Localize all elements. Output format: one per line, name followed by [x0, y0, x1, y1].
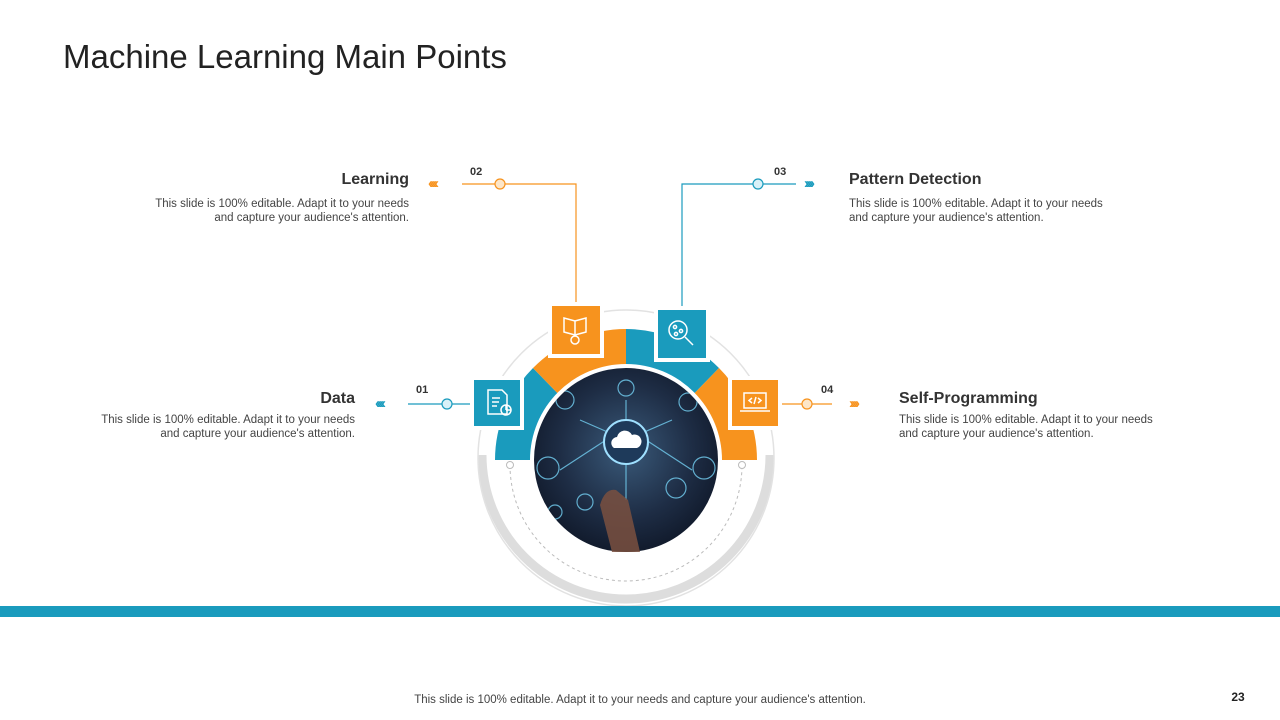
icon-box-self-programming	[728, 376, 782, 430]
point-heading-pattern-detection: Pattern Detection	[849, 171, 982, 188]
chevrons-right-icon: ››››	[849, 395, 860, 412]
chevrons-right-icon: ››››	[804, 175, 815, 192]
point-description-pattern-detection: This slide is 100% editable. Adapt it to…	[849, 198, 1103, 224]
book-gear-icon	[563, 317, 587, 345]
point-description-data: This slide is 100% editable. Adapt it to…	[101, 414, 355, 440]
chevrons-left-icon: ‹‹‹‹	[428, 175, 439, 192]
magnifier-network-icon	[668, 320, 694, 346]
point-number-01: 01	[416, 384, 429, 396]
center-photo	[530, 364, 722, 556]
icon-box-data	[470, 376, 524, 430]
connector-dots	[441, 178, 813, 410]
page-number: 23	[1231, 690, 1245, 704]
point-description-learning: This slide is 100% editable. Adapt it to…	[155, 198, 409, 224]
point-description-self-programming: This slide is 100% editable. Adapt it to…	[899, 414, 1153, 440]
document-chart-icon	[487, 389, 512, 416]
laptop-code-icon	[740, 392, 770, 412]
accent-bar	[0, 606, 1280, 617]
point-number-04: 04	[821, 384, 834, 396]
point-number-03: 03	[774, 166, 787, 178]
point-heading-learning: Learning	[341, 171, 409, 188]
point-heading-self-programming: Self-Programming	[899, 390, 1038, 407]
footer-text: This slide is 100% editable. Adapt it to…	[414, 694, 866, 706]
page-title: Machine Learning Main Points	[63, 38, 507, 75]
icon-box-pattern	[654, 306, 710, 362]
point-heading-data: Data	[320, 390, 355, 407]
point-number-02: 02	[470, 166, 483, 178]
icon-box-learning	[548, 302, 604, 358]
chevrons-left-icon: ‹‹‹‹	[375, 395, 386, 412]
